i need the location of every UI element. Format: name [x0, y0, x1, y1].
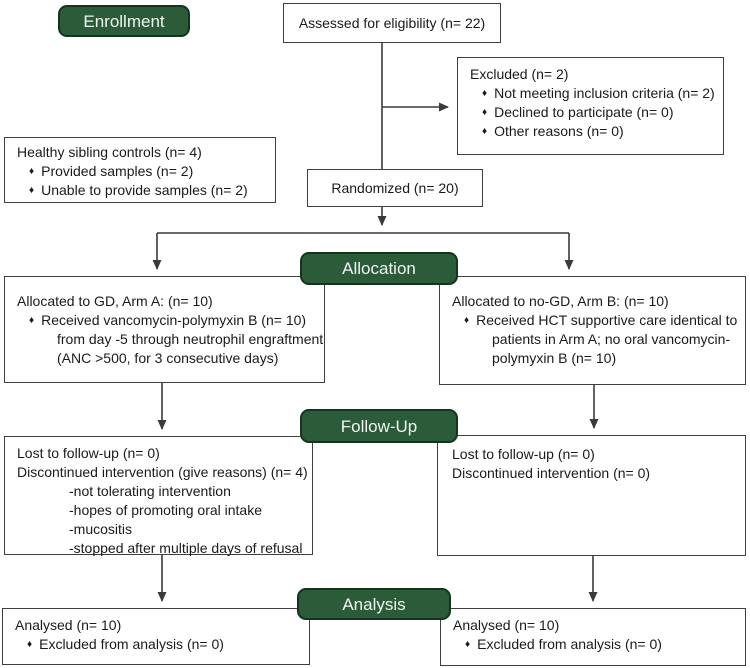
healthy-siblings-title: Healthy sibling controls (n= 4) — [17, 144, 202, 160]
allocation-left-continuation: from day -5 through neutrophil engraftme… — [57, 331, 324, 347]
list-item: ♦ Received HCT supportive care identical… — [452, 311, 737, 330]
followup-left-line: Lost to follow-up (n= 0) — [17, 445, 160, 461]
allocation-left-title: Allocated to GD, Arm A: (n= 10) — [17, 293, 213, 309]
followup-right-line: Discontinued intervention (n= 0) — [452, 465, 651, 481]
healthy-siblings-bullet: Provided samples (n= 2) — [41, 163, 194, 179]
list-item: ♦ Excluded from analysis (n= 0) — [15, 635, 301, 654]
followup-left-reason: -not tolerating intervention — [69, 483, 231, 499]
list-item: ♦ Unable to provide samples (n= 2) — [17, 181, 267, 200]
analysis-right-bullet: Excluded from analysis (n= 0) — [477, 636, 662, 652]
diamond-bullet-icon: ♦ — [482, 126, 488, 137]
list-item: ♦ Excluded from analysis (n= 0) — [453, 635, 737, 654]
assessed-text: Assessed for eligibility (n= 22) — [298, 14, 486, 31]
allocation-left-bullet: Received vancomycin-polymyxin B (n= 10) — [41, 312, 307, 328]
followup-left-reason: -stopped after multiple days of refusal — [69, 540, 303, 556]
diamond-bullet-icon: ♦ — [29, 166, 35, 177]
analysis-right-box: Analysed (n= 10) ♦ Excluded from analysi… — [440, 608, 746, 666]
list-item: ♦ Declined to participate (n= 0) — [470, 103, 715, 122]
list-item: ♦ Provided samples (n= 2) — [17, 162, 267, 181]
assessed-box: Assessed for eligibility (n= 22) — [283, 3, 501, 43]
allocation-right-bullet: Received HCT supportive care identical t… — [476, 312, 738, 328]
allocation-left-box: Allocated to GD, Arm A: (n= 10) ♦ Receiv… — [4, 276, 325, 383]
diamond-bullet-icon: ♦ — [482, 107, 488, 118]
followup-left-box: Lost to follow-up (n= 0) Discontinued in… — [4, 436, 313, 556]
allocation-right-continuation: patients in Arm A; no oral vancomycin- — [492, 331, 731, 347]
allocation-right-title: Allocated to no-GD, Arm B: (n= 10) — [452, 293, 669, 309]
diamond-bullet-icon: ♦ — [29, 315, 35, 326]
list-item: ♦ Received vancomycin-polymyxin B (n= 10… — [17, 311, 316, 330]
follow-up-badge: Follow-Up — [300, 409, 458, 443]
allocation-right-box: Allocated to no-GD, Arm B: (n= 10) ♦ Rec… — [439, 276, 746, 385]
allocation-right-continuation: polymyxin B (n= 10) — [492, 350, 617, 366]
list-item: ♦ Other reasons (n= 0) — [470, 122, 715, 141]
diamond-bullet-icon: ♦ — [464, 315, 470, 326]
followup-left-reason: -hopes of promoting oral intake — [69, 502, 262, 518]
followup-right-box: Lost to follow-up (n= 0) Discontinued in… — [437, 435, 746, 556]
diamond-bullet-icon: ♦ — [27, 639, 33, 650]
followup-right-line: Lost to follow-up (n= 0) — [452, 446, 595, 462]
enrollment-badge: Enrollment — [58, 5, 190, 37]
analysis-left-title: Analysed (n= 10) — [15, 617, 122, 633]
allocation-badge: Allocation — [300, 252, 458, 285]
healthy-siblings-box: Healthy sibling controls (n= 4) ♦ Provid… — [4, 137, 276, 203]
diamond-bullet-icon: ♦ — [482, 88, 488, 99]
randomized-text: Randomized (n= 20) — [331, 179, 459, 196]
diamond-bullet-icon: ♦ — [465, 639, 471, 650]
allocation-left-continuation: (ANC >500, for 3 consecutive days) — [57, 350, 279, 366]
analysis-badge: Analysis — [297, 588, 451, 620]
excluded-box: Excluded (n= 2) ♦ Not meeting inclusion … — [457, 57, 724, 155]
followup-left-line: Discontinued intervention (give reasons)… — [17, 464, 308, 480]
diamond-bullet-icon: ♦ — [29, 185, 35, 196]
analysis-left-box: Analysed (n= 10) ♦ Excluded from analysi… — [2, 608, 310, 665]
healthy-siblings-bullet: Unable to provide samples (n= 2) — [41, 182, 248, 198]
followup-left-reason: -mucositis — [69, 521, 133, 537]
excluded-bullet: Other reasons (n= 0) — [494, 123, 624, 139]
excluded-title: Excluded (n= 2) — [470, 66, 569, 82]
excluded-bullet: Not meeting inclusion criteria (n= 2) — [494, 85, 715, 101]
analysis-right-title: Analysed (n= 10) — [453, 617, 560, 633]
analysis-left-bullet: Excluded from analysis (n= 0) — [39, 636, 224, 652]
list-item: ♦ Not meeting inclusion criteria (n= 2) — [470, 84, 715, 103]
excluded-bullet: Declined to participate (n= 0) — [494, 104, 674, 120]
randomized-box: Randomized (n= 20) — [307, 169, 483, 207]
